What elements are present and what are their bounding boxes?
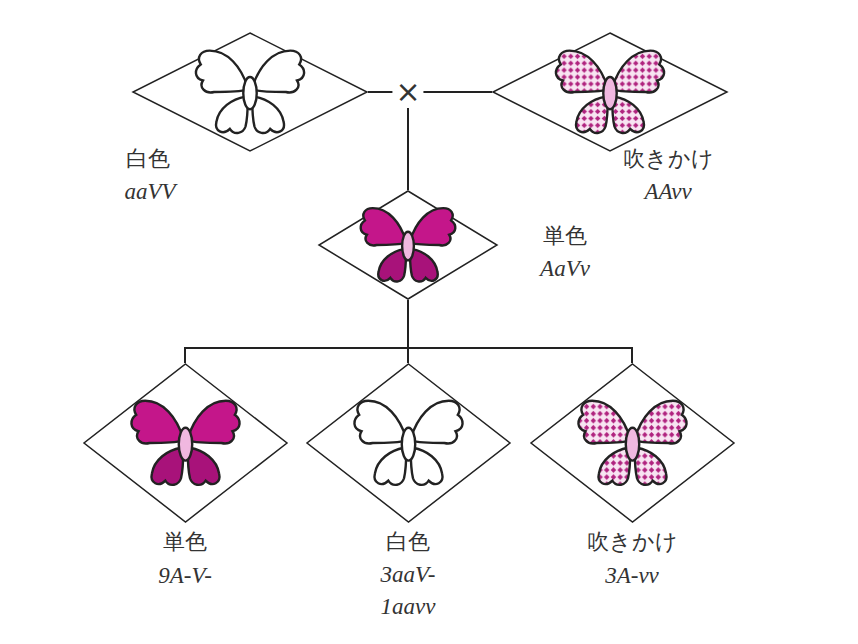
petal [361,208,406,245]
flower-illustration [354,401,462,485]
phenotype-label: 吹きかけ [623,145,714,173]
phenotype-label: 白色 [386,528,430,556]
genotype-label: AaVv [540,253,590,285]
genotype-label: 9A-V- [158,560,212,592]
cross-diamond: 白色3aaV- 1aavv [306,363,511,523]
flower-right [187,401,239,485]
petal [354,401,406,444]
petal [576,97,608,133]
flower-right [612,51,664,133]
petal [216,97,248,133]
flower-illustration [196,51,304,133]
diamond-outline [83,363,288,523]
cross-diamond: 単色9A-V- [83,363,288,523]
cross-diamond: 吹きかけ3A-vv [530,363,735,523]
petal [151,448,183,485]
cross-diamond: 単色AaVv [318,190,498,300]
diamond [84,364,287,522]
flower-left [361,208,406,281]
flower-lip [603,77,616,109]
petal [612,51,664,93]
petal [612,97,644,133]
phenotype-label: 白色 [126,145,170,173]
diamond-outline [492,32,728,152]
cross-symbol: × [392,76,423,108]
phenotype-label: 単色 [163,528,207,556]
flower-right [252,51,304,133]
petal [578,401,630,444]
flower-lip [178,428,191,461]
flower-left [131,401,183,485]
petal [187,448,219,485]
diamond [493,33,727,151]
diamond [133,33,367,151]
cross-line [185,300,408,363]
flower-lip [401,428,414,461]
phenotype-label: 単色 [543,222,587,250]
cross-line [408,300,632,363]
petal [634,448,666,485]
petal [598,448,630,485]
diamond [531,364,734,522]
genotype-label: 3aaV- 1aavv [368,559,448,623]
petal [410,448,442,485]
petal [252,51,304,93]
genotype-label: aaVV [124,176,175,208]
flower-left [354,401,406,485]
genotype-label: AAvv [644,176,691,208]
petal [634,401,686,444]
cross-diamond: 吹きかけAAvv [492,32,728,152]
diamond-outline [530,363,735,523]
flower-right [634,401,686,485]
diamond-outline [318,190,498,300]
flower-illustration [361,208,456,281]
flower-left [196,51,248,133]
flower-illustration [556,51,664,133]
petal [187,401,239,444]
flower-left [578,401,630,485]
petal [131,401,183,444]
flower-lip [243,77,256,109]
genotype-label: 3A-vv [605,560,659,592]
petal [556,51,608,93]
flower-left [556,51,608,133]
flower-right [410,208,455,281]
petal [374,448,406,485]
diamond [319,191,497,299]
phenotype-label: 吹きかけ [587,528,678,556]
flower-illustration [578,401,686,485]
flower-lip [625,428,638,461]
diamond [307,364,510,522]
petal [410,401,462,444]
petal [252,97,284,133]
flower-right [410,401,462,485]
petal [410,208,455,245]
diamond-outline [132,32,368,152]
petal [196,51,248,93]
cross-diamond: 白色aaVV [132,32,368,152]
diamond-outline [306,363,511,523]
flower-illustration [131,401,239,485]
flower-lip [402,232,414,261]
